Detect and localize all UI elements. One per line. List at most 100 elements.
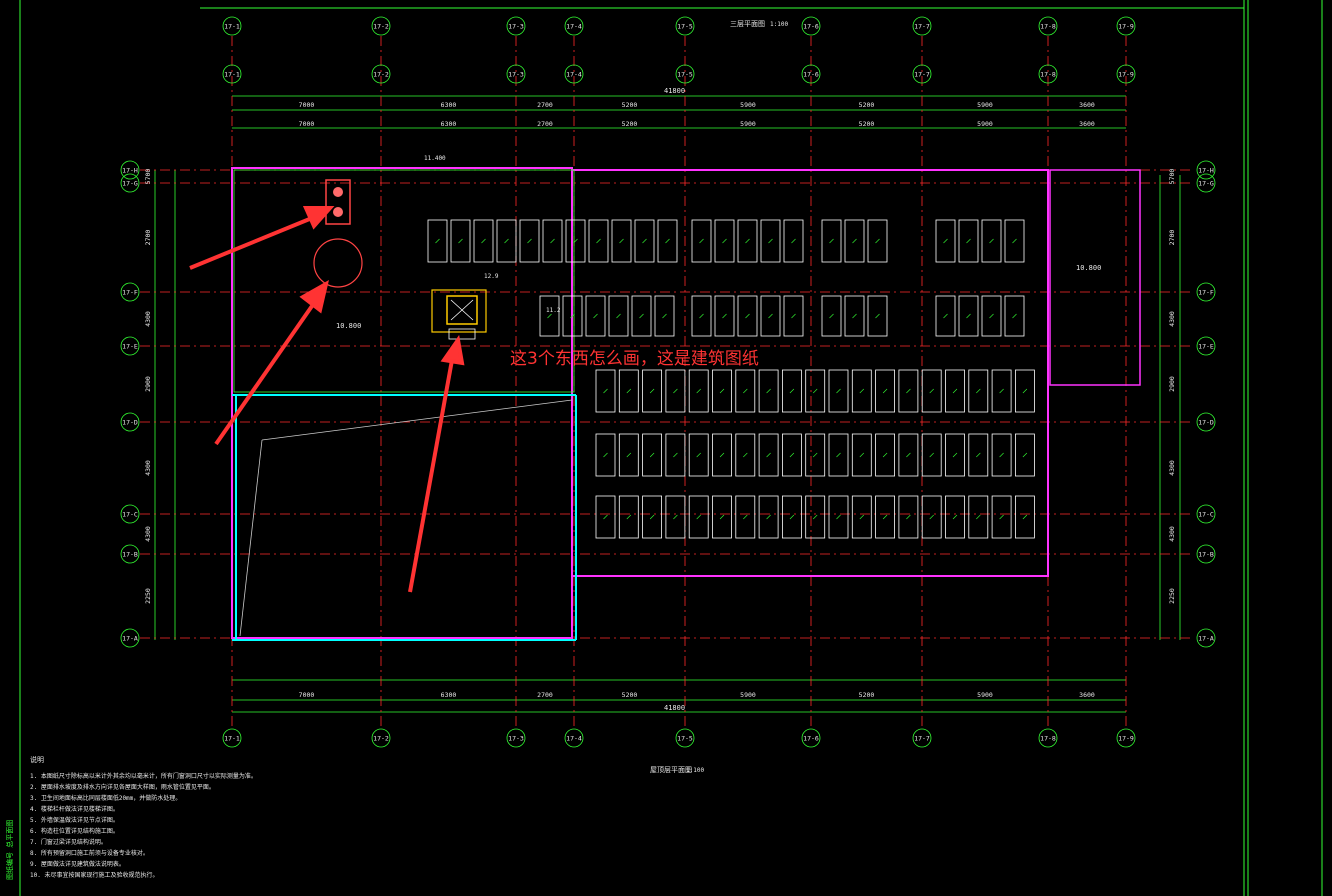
note-line: 5. 外墙保温做法详见节点详图。 (30, 816, 119, 824)
solar-panel (821, 219, 842, 263)
room-elevation-1: 10.800 (336, 322, 361, 330)
solar-panel (851, 433, 872, 477)
solar-panel (595, 433, 616, 477)
axis-label-y: 17-D (1198, 419, 1214, 427)
solar-panel (867, 295, 888, 337)
dimension-text: 2700 (537, 120, 553, 128)
solar-panel (935, 295, 956, 337)
axis-label-x: 17-6 (803, 735, 819, 743)
solar-panel (654, 295, 675, 337)
axis-label-x: 17-7 (914, 735, 930, 743)
axis-label-y: 17-G (1198, 180, 1214, 188)
dimension-text-vertical: 4300 (144, 311, 152, 327)
solar-panel (642, 433, 662, 477)
solar-panel (712, 369, 732, 413)
axis-bubble-x: 17-5 (675, 64, 695, 84)
drawing-title: 三层平面图 (730, 20, 765, 28)
dimension-text: 5900 (977, 120, 993, 128)
solar-panel (712, 433, 732, 477)
solar-panel (991, 495, 1012, 539)
solar-panel (844, 295, 865, 337)
solar-panel (450, 219, 471, 263)
axis-label-y: 17-C (1198, 511, 1214, 519)
axis-bubble-y: 17-D (1196, 412, 1216, 432)
axis-bubble-y: 17-C (120, 504, 140, 524)
dimension-text-vertical: 2900 (1168, 376, 1176, 392)
axis-bubble-y: 17-B (1196, 544, 1216, 564)
dimension-text: 5200 (859, 101, 875, 109)
solar-panel (737, 295, 758, 337)
axis-label-x: 17-3 (508, 23, 524, 31)
drawing-bottom-title: 屋顶层平面图 (650, 766, 692, 774)
dimension-text: 7000 (299, 120, 315, 128)
axis-bubble-x: 17-6 (801, 16, 821, 36)
elev-mark-1: 11.400 (424, 155, 446, 162)
solar-panel (519, 219, 540, 263)
axis-label-x: 17-3 (508, 735, 524, 743)
solar-panel (737, 219, 758, 263)
axis-label-y: 17-A (122, 635, 138, 643)
notes-heading: 说明 (30, 755, 44, 764)
solar-panel (585, 295, 606, 337)
equipment-tank-frame[interactable] (325, 179, 351, 225)
dimension-text: 5200 (622, 101, 638, 109)
axis-bubble-y: 17-H (1196, 160, 1216, 180)
solar-panel (665, 433, 686, 477)
solar-panel (1015, 369, 1035, 413)
axis-label-x: 17-2 (373, 23, 389, 31)
solar-panel (691, 295, 712, 337)
solar-panel (821, 295, 842, 337)
axis-bubbles: 17-117-117-117-217-217-217-317-317-317-4… (120, 16, 1216, 748)
equipment-shaft-inner[interactable] (446, 295, 478, 325)
solar-panel (844, 219, 865, 263)
axis-label-y: 17-H (122, 167, 138, 175)
axis-bubble-x: 17-1 (222, 64, 242, 84)
solar-panel (945, 433, 965, 477)
dimension-text: 6300 (441, 120, 457, 128)
building-walls (231, 167, 1141, 641)
dimension-text: 5200 (622, 691, 638, 699)
solar-panel (935, 219, 956, 263)
axis-bubble-y: 17-G (120, 173, 140, 193)
axis-bubble-y: 17-A (1196, 628, 1216, 648)
axis-bubble-x: 17-9 (1116, 728, 1136, 748)
solar-panel (921, 495, 942, 539)
axis-label-x: 17-8 (1040, 71, 1056, 79)
note-line: 9. 屋面做法详见建筑做法说明表。 (30, 860, 125, 868)
solar-panel (714, 295, 735, 337)
axis-label-x: 17-4 (566, 71, 582, 79)
solar-panel (1004, 295, 1025, 337)
solar-panel (562, 295, 583, 337)
equipment-tank-2[interactable] (333, 207, 343, 217)
equipment-tank-1[interactable] (333, 187, 343, 197)
note-line: 4. 楼梯栏杆做法详见楼梯详图。 (30, 805, 119, 813)
solar-panel (473, 219, 494, 263)
dimension-text: 5200 (622, 120, 638, 128)
axis-bubble-x: 17-1 (222, 16, 242, 36)
solar-panel (760, 295, 781, 337)
axis-label-x: 17-1 (224, 23, 240, 31)
axis-label-x: 17-5 (677, 71, 693, 79)
axis-bubble-y: 17-D (120, 412, 140, 432)
solar-panel (618, 369, 639, 413)
solar-panel (618, 495, 639, 539)
solar-panel (851, 495, 872, 539)
axis-label-y: 17-A (1198, 635, 1214, 643)
axis-grid-lines (140, 36, 1190, 728)
solar-panel (758, 369, 779, 413)
equipment-round-tank[interactable] (313, 238, 363, 288)
solar-panel (735, 495, 756, 539)
axis-label-x: 17-2 (373, 71, 389, 79)
solar-panel (968, 433, 989, 477)
axis-label-x: 17-2 (373, 735, 389, 743)
rooftop-equipment[interactable] (313, 179, 487, 340)
solar-panel (539, 295, 560, 337)
axis-label-y: 17-G (122, 180, 138, 188)
solar-panel (783, 219, 804, 263)
solar-panel (611, 219, 632, 263)
axis-label-x: 17-6 (803, 23, 819, 31)
equipment-shaft-outer[interactable] (431, 289, 487, 333)
notes-list: 1. 本图纸尺寸除标高以米计外其余均以毫米计，所有门窗洞口尺寸以实际测量为准。2… (30, 772, 257, 879)
axis-label-y: 17-E (1198, 343, 1214, 351)
